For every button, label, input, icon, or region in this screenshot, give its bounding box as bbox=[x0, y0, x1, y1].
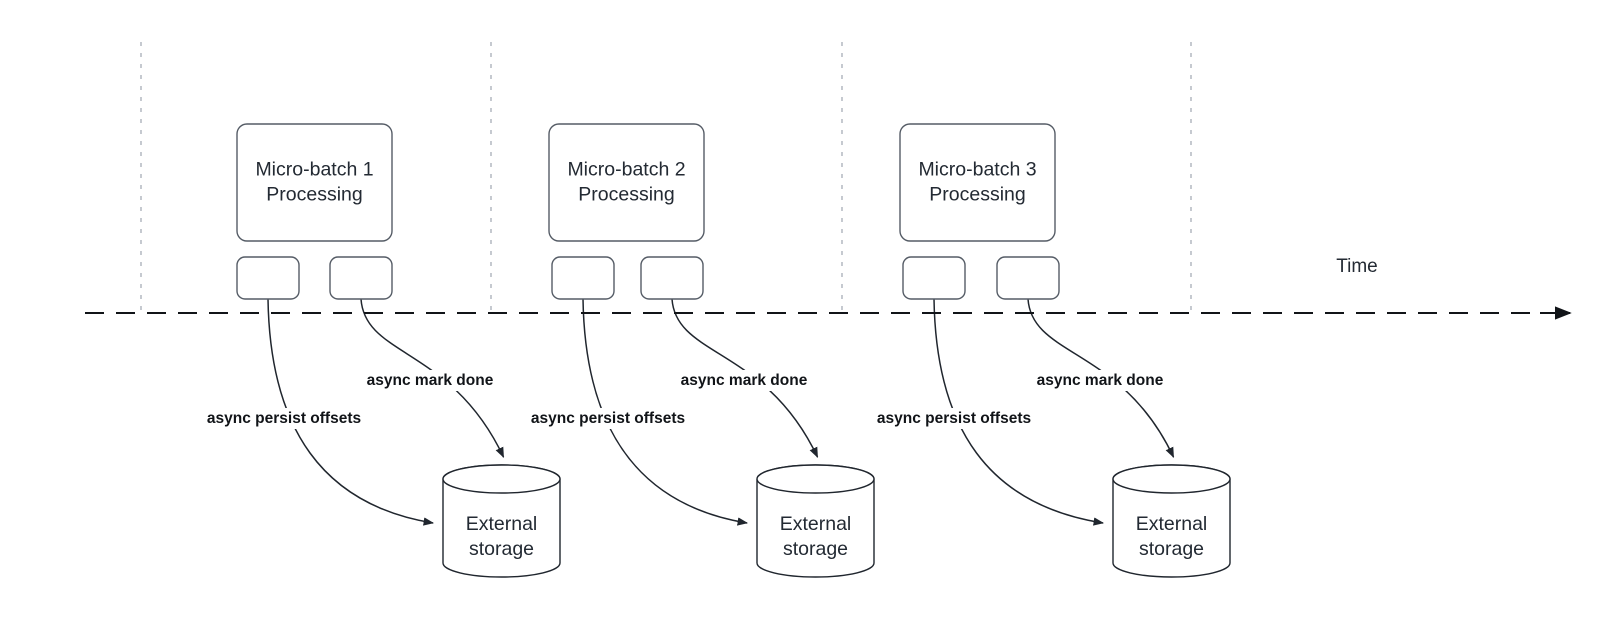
async-mark-done-label-2-bg bbox=[680, 370, 808, 391]
task-box-2-1[interactable] bbox=[551, 256, 615, 300]
flow-arrows bbox=[267, 298, 1175, 526]
storage-label-line2-1: storage bbox=[469, 538, 534, 560]
async-persist-offsets-label-2-bg bbox=[520, 408, 696, 429]
task-box-3-2[interactable] bbox=[996, 256, 1060, 300]
async-persist-offsets-label-1-bg bbox=[196, 408, 372, 429]
storage-label-line1-3: External bbox=[1136, 513, 1208, 535]
async-persist-offsets-label-3: async persist offsets bbox=[877, 410, 1031, 427]
storage-cylinder-top-1 bbox=[442, 464, 561, 494]
timeline-tick-lines bbox=[140, 42, 1192, 316]
microbatch-box-2[interactable] bbox=[548, 123, 705, 242]
storage-label-line2-3: storage bbox=[1139, 538, 1204, 560]
async-persist-offsets-label-1: async persist offsets bbox=[207, 410, 361, 427]
time-axis-label: Time bbox=[1336, 256, 1378, 277]
async-mark-done-arrow-1 bbox=[360, 298, 505, 458]
async-persist-offsets-label-2: async persist offsets bbox=[531, 410, 685, 427]
microbatch-label-line1-1: Micro-batch 1 bbox=[255, 159, 373, 181]
microbatch-box-3[interactable] bbox=[899, 123, 1056, 242]
microbatch-label-line1-2: Micro-batch 2 bbox=[567, 159, 685, 181]
async-mark-done-label-2: async mark done bbox=[681, 372, 808, 389]
async-mark-done-label-1: async mark done bbox=[367, 372, 494, 389]
async-mark-done-arrow-3 bbox=[1027, 298, 1175, 458]
storage-cylinder-top-2 bbox=[756, 464, 875, 494]
task-box-2-2[interactable] bbox=[640, 256, 704, 300]
storage-label-line2-2: storage bbox=[783, 538, 848, 560]
diagram-shapes bbox=[236, 123, 1231, 578]
microbatch-label-line2-3: Processing bbox=[929, 184, 1025, 206]
async-persist-offsets-arrow-3 bbox=[933, 298, 1105, 526]
async-mark-done-label-3-bg bbox=[1036, 370, 1164, 391]
storage-cylinder-top-3 bbox=[1112, 464, 1231, 494]
microbatch-label-line2-1: Processing bbox=[266, 184, 362, 206]
async-persist-offsets-label-3-bg bbox=[866, 408, 1042, 429]
storage-label-line1-1: External bbox=[466, 513, 538, 535]
storage-label-line1-2: External bbox=[780, 513, 852, 535]
async-mark-done-label-1-bg bbox=[366, 370, 494, 391]
async-mark-done-label-3: async mark done bbox=[1037, 372, 1164, 389]
async-persist-offsets-arrow-1 bbox=[267, 298, 435, 526]
task-box-1-1[interactable] bbox=[236, 256, 300, 300]
task-box-3-1[interactable] bbox=[902, 256, 966, 300]
async-persist-offsets-arrow-2 bbox=[582, 298, 749, 526]
microbatch-label-line1-3: Micro-batch 3 bbox=[918, 159, 1036, 181]
microbatch-label-line2-2: Processing bbox=[578, 184, 674, 206]
async-mark-done-arrow-2 bbox=[671, 298, 819, 458]
task-box-1-2[interactable] bbox=[329, 256, 393, 300]
microbatch-box-1[interactable] bbox=[236, 123, 393, 242]
